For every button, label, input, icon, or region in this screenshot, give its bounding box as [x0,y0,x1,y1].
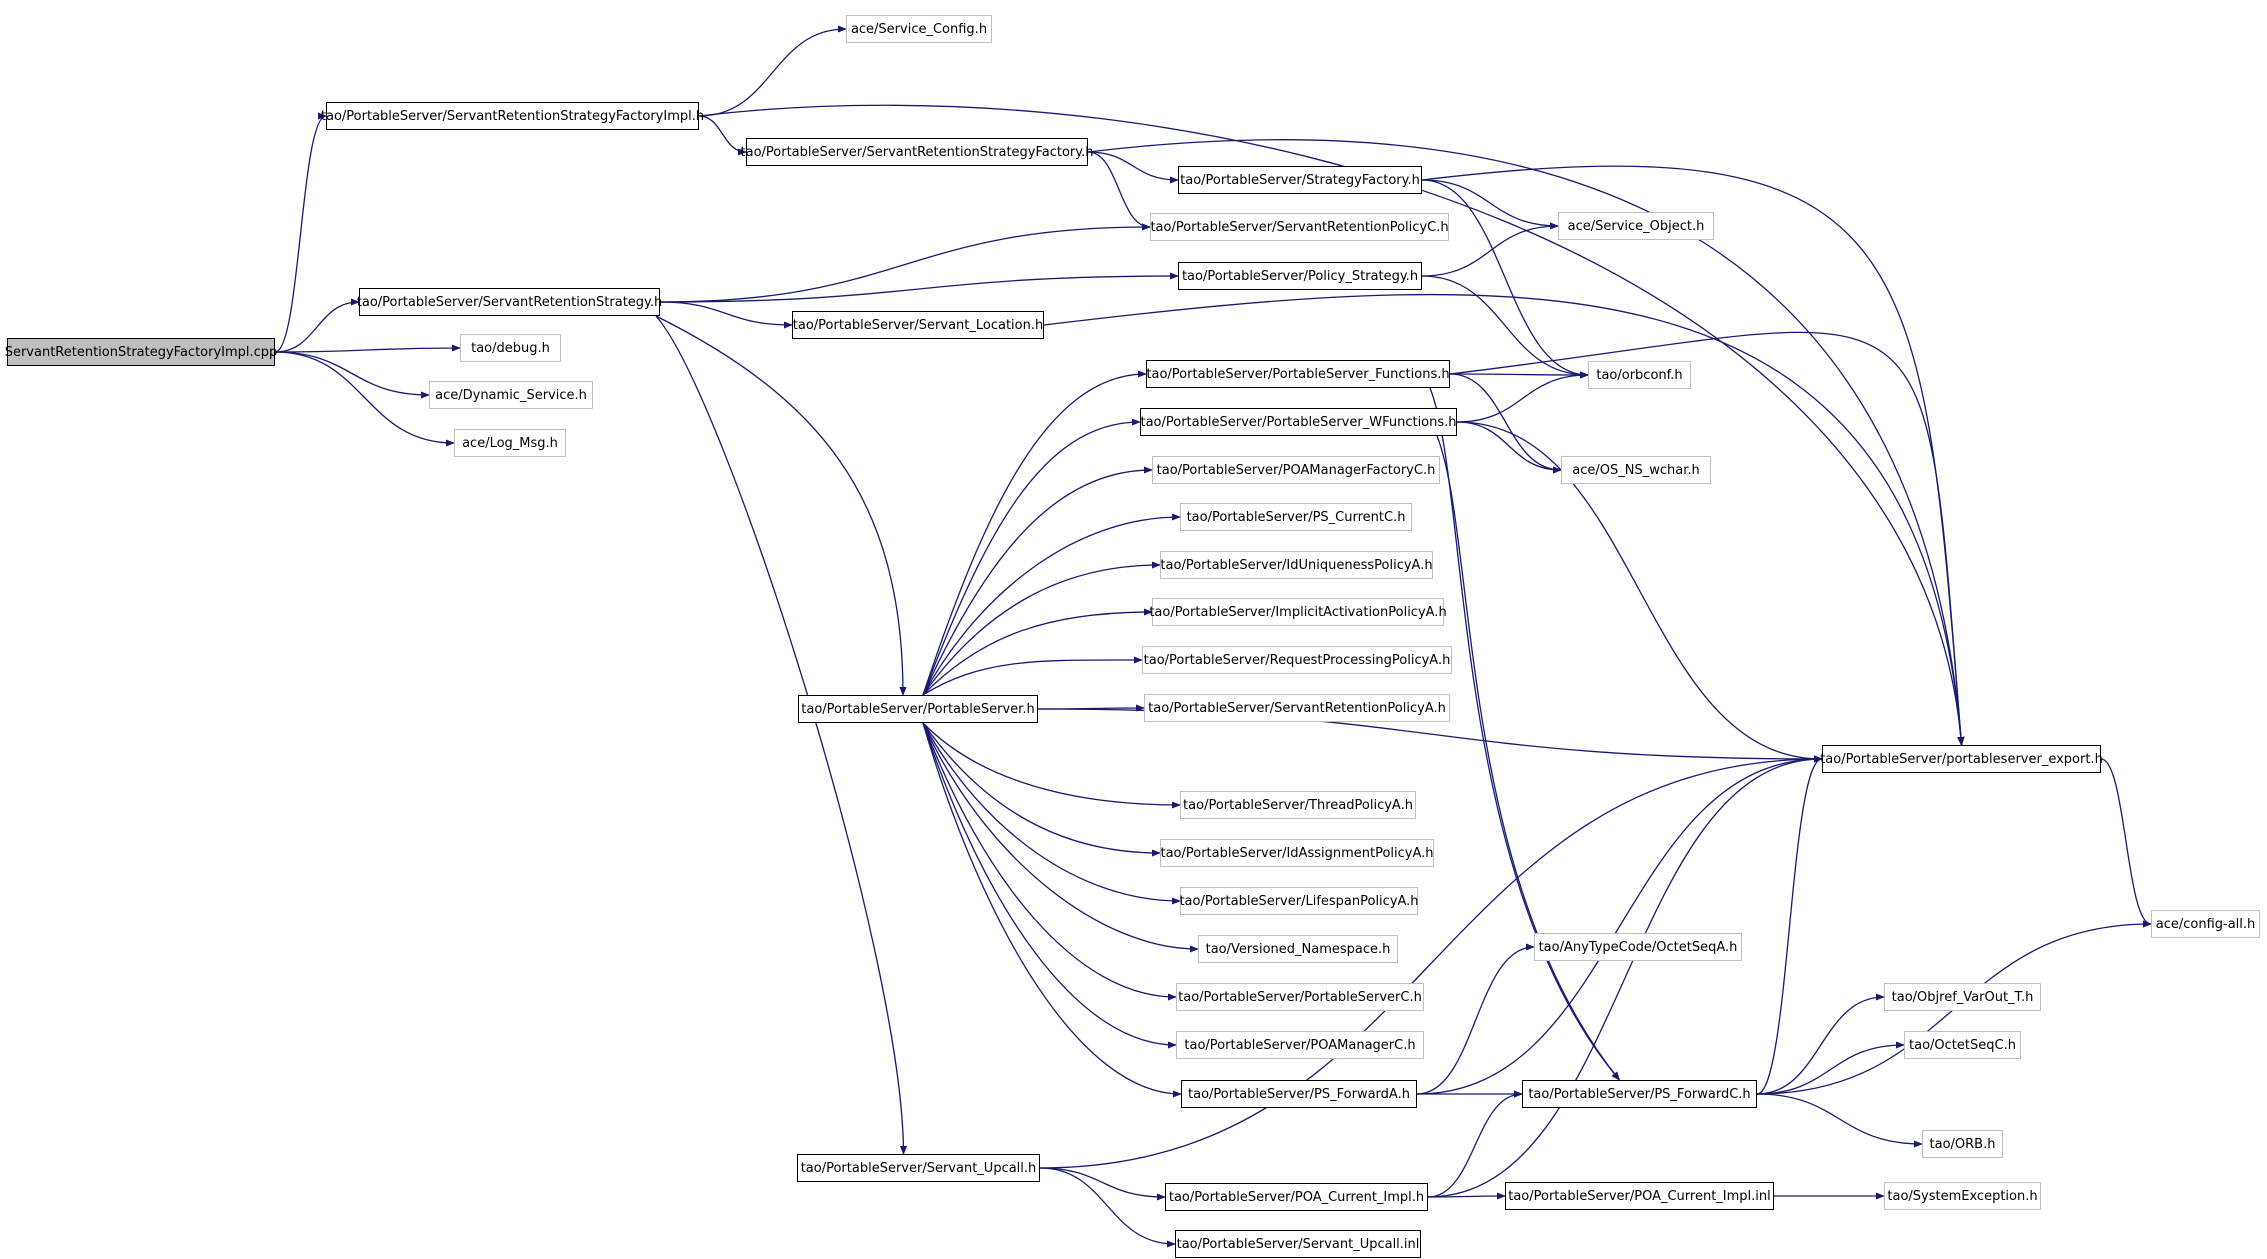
edge-ps-h-to-idassign [922,722,1161,857]
node-ps-h[interactable]: tao/PortableServer/PortableServer.h [798,695,1038,723]
edge-ps-h-to-ps-curc [922,513,1181,696]
edge-ps-h-to-reqproc [922,656,1143,696]
node-ps-export[interactable]: tao/PortableServer/portableserver_export… [1820,745,2103,773]
edge-ps-h-to-poamc [922,722,1177,1049]
edge-srv-upcall-to-srv-upcall-inl [1039,1167,1176,1248]
edge-ps-func-to-orbconf [1449,371,1589,379]
node-pol-strat[interactable]: tao/PortableServer/Policy_Strategy.h [1178,262,1422,290]
edge-ps-wfunc-to-os-wchar [1456,421,1562,474]
edge-ps-fwdc-to-octetseqc [1756,1041,1905,1095]
node-thread-pol[interactable]: tao/PortableServer/ThreadPolicyA.h [1180,791,1416,819]
node-poa-cur[interactable]: tao/PortableServer/POA_Current_Impl.h [1165,1183,1428,1211]
node-lifespan[interactable]: tao/PortableServer/LifespanPolicyA.h [1179,887,1419,915]
edge-ps-h-to-ps-wfunc [922,418,1141,696]
edge-ps-h-to-vers-ns [922,722,1199,953]
node-ps-wfunc[interactable]: tao/PortableServer/PortableServer_WFunct… [1140,408,1457,436]
node-poamfc[interactable]: tao/PortableServer/POAManagerFactoryC.h [1152,456,1440,484]
edge-srsf-h-to-srpc-h [1087,151,1151,231]
node-ps-curc[interactable]: tao/PortableServer/PS_CurrentC.h [1180,503,1412,531]
edge-ps-h-to-thread-pol [922,722,1181,809]
edge-srsfi-h-to-svc-config [698,25,847,117]
edge-root-to-dyn-svc [274,351,430,399]
node-config-all[interactable]: ace/config-all.h [2151,910,2260,938]
node-srsf-h[interactable]: tao/PortableServer/ServantRetentionStrat… [741,138,1094,166]
node-svc-obj[interactable]: ace/Service_Object.h [1558,212,1714,240]
node-strat-fact[interactable]: tao/PortableServer/StrategyFactory.h [1178,166,1422,194]
edge-ps-wfunc-to-ps-fwdc [1436,435,1621,1081]
edge-root-to-srs-h [274,298,360,353]
edge-srv-loc-to-ps-export [1043,293,1965,746]
edge-ps-func-to-ps-export [1449,331,1965,746]
edge-ps-wfunc-to-orbconf [1456,371,1589,423]
node-ps-fwdc[interactable]: tao/PortableServer/PS_ForwardC.h [1522,1080,1757,1108]
node-srsfi-h[interactable]: tao/PortableServer/ServantRetentionStrat… [321,102,704,130]
node-orbconf[interactable]: tao/orbconf.h [1588,361,1691,389]
edge-ps-h-to-ps-fwda [922,722,1182,1098]
edge-ps-wfunc-to-ps-export [1456,421,1823,763]
node-os-wchar[interactable]: ace/OS_NS_wchar.h [1561,456,1711,484]
edge-srsf-h-to-strat-fact [1087,151,1179,184]
edge-ps-func-to-ps-fwdc [1429,387,1621,1081]
edge-pol-strat-to-orbconf [1421,275,1589,379]
edge-pol-strat-to-svc-obj [1421,222,1559,277]
edge-root-to-debug [274,344,461,353]
edge-root-to-log-msg [274,351,455,447]
edge-poa-cur-to-ps-fwdc [1427,1090,1523,1198]
node-ps-fwda[interactable]: tao/PortableServer/PS_ForwardA.h [1181,1080,1417,1108]
edge-ps-h-to-iduniq [922,561,1161,696]
edge-ps-export-to-config-all [2100,758,2152,928]
node-objref[interactable]: tao/Objref_VarOut_T.h [1884,983,2041,1011]
edge-srs-h-to-srpc-h [659,223,1151,303]
node-srv-upcall[interactable]: tao/PortableServer/Servant_Upcall.h [797,1154,1040,1182]
node-log-msg[interactable]: ace/Log_Msg.h [454,429,566,457]
edge-strat-fact-to-svc-obj [1421,179,1559,230]
node-sysexc[interactable]: tao/SystemException.h [1884,1182,2041,1210]
edge-srs-h-to-ps-h [655,315,907,696]
edge-ps-h-to-psc [922,722,1177,1001]
node-octetseqc[interactable]: tao/OctetSeqC.h [1904,1031,2021,1059]
edge-srsfi-h-to-srsf-h [698,115,747,156]
edge-ps-fwdc-to-orb-h [1756,1093,1923,1148]
node-debug[interactable]: tao/debug.h [460,334,561,362]
node-vers-ns[interactable]: tao/Versioned_Namespace.h [1198,935,1398,963]
edge-ps-fwda-to-octetseqa [1416,943,1535,1095]
edge-poa-cur-to-ps-export [1427,755,1823,1198]
node-svc-config[interactable]: ace/Service_Config.h [846,15,992,43]
node-poamc[interactable]: tao/PortableServer/POAManagerC.h [1176,1031,1424,1059]
edge-srv-upcall-to-poa-cur [1039,1167,1166,1201]
node-srs-h[interactable]: tao/PortableServer/ServantRetentionStrat… [357,288,662,316]
node-poa-cur-inl[interactable]: tao/PortableServer/POA_Current_Impl.inl [1505,1182,1774,1210]
edge-srs-h-to-srv-loc [659,301,793,329]
node-orb-h[interactable]: tao/ORB.h [1922,1130,2003,1158]
node-dyn-svc[interactable]: ace/Dynamic_Service.h [429,381,593,409]
edge-srv-upcall-to-ps-export [1039,755,1823,1169]
edge-ps-fwdc-to-ps-export [1756,755,1823,1095]
edge-ps-h-to-poamfc [922,466,1153,696]
edge-root-to-srsfi-h [274,112,327,353]
edge-ps-h-to-ps-func [922,370,1147,696]
edge-srs-h-to-pol-strat [659,272,1179,303]
edge-srs-h-to-srv-upcall [655,315,908,1155]
node-implact[interactable]: tao/PortableServer/ImplicitActivationPol… [1149,598,1447,626]
node-srpa[interactable]: tao/PortableServer/ServantRetentionPolic… [1144,694,1450,722]
edge-srsfi-h-to-ps-export [698,104,1965,746]
node-octetseqa[interactable]: tao/AnyTypeCode/OctetSeqA.h [1534,933,1742,961]
edge-strat-fact-to-orbconf [1421,179,1589,379]
node-psc[interactable]: tao/PortableServer/PortableServerC.h [1176,983,1424,1011]
edge-ps-func-to-os-wchar [1449,373,1562,474]
node-ps-func[interactable]: tao/PortableServer/PortableServer_Functi… [1146,360,1450,388]
edge-ps-h-to-lifespan [922,722,1181,905]
node-srv-loc[interactable]: tao/PortableServer/Servant_Location.h [792,311,1044,339]
node-reqproc[interactable]: tao/PortableServer/RequestProcessingPoli… [1142,646,1452,674]
edge-ps-h-to-implact [922,608,1153,696]
node-srpc-h[interactable]: tao/PortableServer/ServantRetentionPolic… [1150,213,1449,241]
edge-ps-fwda-to-ps-export [1416,755,1823,1095]
node-iduniq[interactable]: tao/PortableServer/IdUniquenessPolicyA.h [1160,551,1433,579]
node-root[interactable]: ServantRetentionStrategyFactoryImpl.cpp [5,338,277,366]
edge-ps-fwdc-to-objref [1756,993,1885,1095]
node-srv-upcall-inl[interactable]: tao/PortableServer/Servant_Upcall.inl [1175,1230,1421,1258]
node-idassign[interactable]: tao/PortableServer/IdAssignmentPolicyA.h [1160,839,1434,867]
